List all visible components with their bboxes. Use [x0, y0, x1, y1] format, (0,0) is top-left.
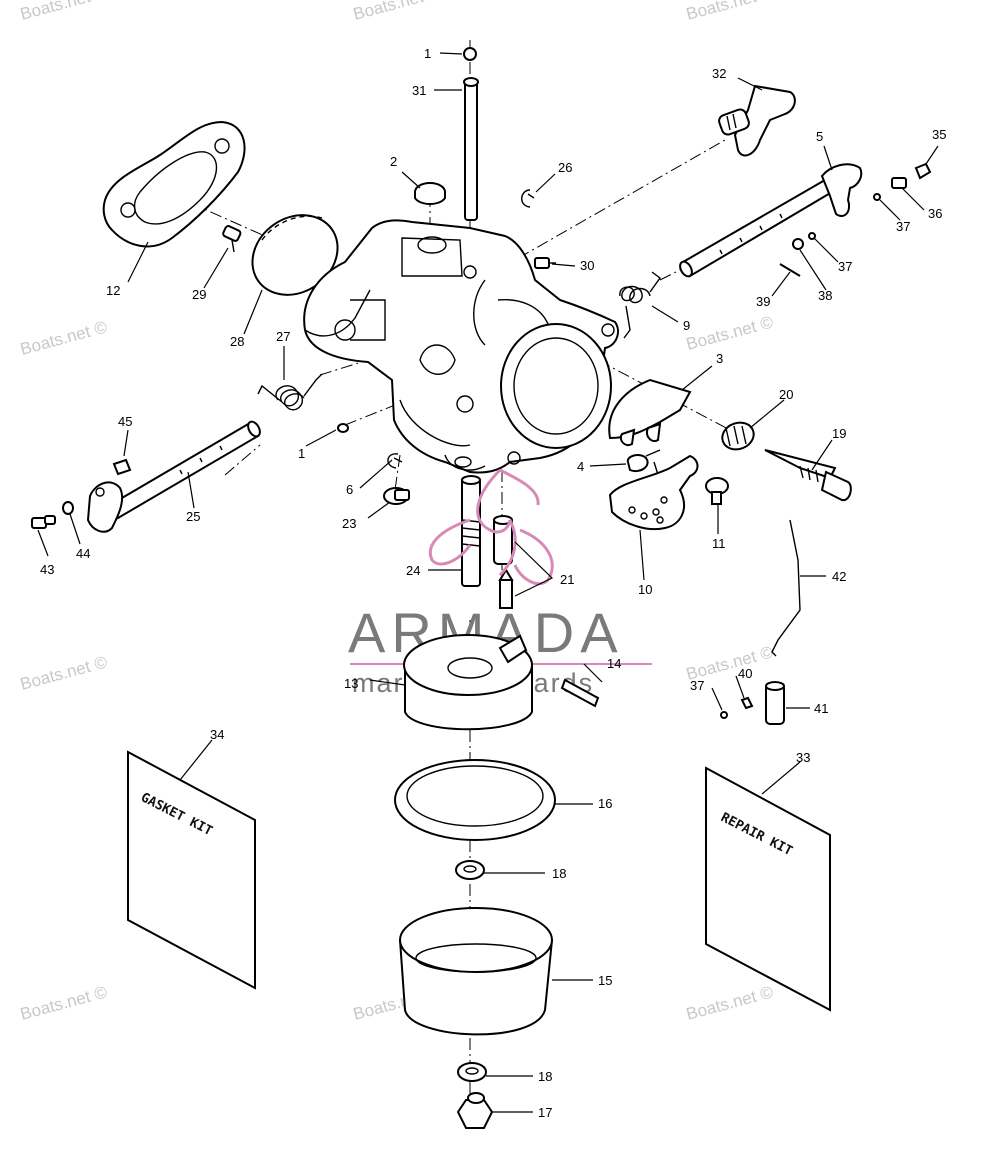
callout-23: 23 [342, 516, 356, 531]
elbow-fitting [718, 84, 796, 157]
callout-17: 17 [538, 1105, 552, 1120]
callout-21: 21 [560, 572, 574, 587]
repair-kit-card: REPAIR KIT [705, 766, 831, 1012]
callout-32: 32 [712, 66, 726, 81]
propeller-mark [428, 468, 554, 586]
washer-18-lower [457, 1062, 487, 1082]
jets-21 [493, 515, 514, 609]
callout-37: 37 [838, 259, 852, 274]
gasket-kit-card: GASKET KIT [127, 750, 256, 990]
washer-18-upper [455, 860, 485, 880]
lever-plate [608, 454, 699, 531]
callout-44: 44 [76, 546, 90, 561]
float-bowl [398, 907, 554, 1036]
bowl-gasket [394, 759, 556, 841]
main-jet-tube [461, 475, 481, 587]
watermark: Boats.net © [684, 0, 775, 24]
callout-12: 12 [106, 283, 120, 298]
small-parts-right [720, 681, 785, 725]
watermark: Boats.net © [18, 652, 109, 694]
callout-20: 20 [779, 387, 793, 402]
callout-37: 37 [690, 678, 704, 693]
callout-10: 10 [638, 582, 652, 597]
bowl-nut [456, 1092, 494, 1129]
callout-39: 39 [756, 294, 770, 309]
link-rod [771, 519, 801, 657]
ball-1-top [463, 47, 477, 61]
leader-lines [37, 52, 939, 1113]
callout-1: 1 [424, 46, 431, 61]
spring-27 [257, 373, 323, 411]
callout-13: 13 [344, 676, 358, 691]
choke-plate [608, 378, 692, 446]
callout-18: 18 [538, 1069, 552, 1084]
callout-6: 6 [346, 482, 353, 497]
callout-1: 1 [298, 446, 305, 461]
small-parts-left [31, 458, 132, 529]
callout-29: 29 [192, 287, 206, 302]
clip-6 [387, 453, 403, 469]
throttle-shaft [86, 420, 261, 533]
callout-40: 40 [738, 666, 752, 681]
callout-3: 3 [716, 351, 723, 366]
callout-25: 25 [186, 509, 200, 524]
callout-14: 14 [607, 656, 621, 671]
cap-plug [414, 182, 446, 205]
flange-gasket [102, 120, 246, 248]
callout-15: 15 [598, 973, 612, 988]
small-parts-top-right [779, 162, 932, 277]
e-clip [521, 189, 535, 208]
float-13 [403, 634, 533, 731]
callout-26: 26 [558, 160, 572, 175]
ball-1-left [337, 423, 349, 433]
callout-16: 16 [598, 796, 612, 811]
callout-38: 38 [818, 288, 832, 303]
callout-31: 31 [412, 83, 426, 98]
watermark: Boats.net © [18, 0, 109, 24]
callout-24: 24 [406, 563, 420, 578]
screw-23 [383, 487, 410, 505]
callout-5: 5 [816, 129, 823, 144]
spring-9 [619, 271, 661, 339]
callout-35: 35 [932, 127, 946, 142]
spring-20 [721, 421, 755, 451]
pin-14 [560, 678, 600, 708]
watermark: Boats.net © [684, 312, 775, 354]
callout-18: 18 [552, 866, 566, 881]
callout-33: 33 [796, 750, 810, 765]
watermark: Boats.net © [18, 317, 109, 359]
watermark: Boats.net © [351, 0, 442, 24]
carburetor-body [303, 219, 619, 474]
callout-27: 27 [276, 329, 290, 344]
watermark: Boats.net © [684, 982, 775, 1024]
watermark: Boats.net © [18, 982, 109, 1024]
callout-11: 11 [712, 536, 726, 551]
callout-4: 4 [577, 459, 584, 474]
callout-45: 45 [118, 414, 132, 429]
choke-shaft [679, 163, 863, 278]
callout-9: 9 [683, 318, 690, 333]
needle-screw [764, 449, 852, 502]
screw-30 [534, 257, 556, 269]
callout-41: 41 [814, 701, 828, 716]
screw-29 [222, 225, 242, 253]
callout-30: 30 [580, 258, 594, 273]
callout-34: 34 [210, 727, 224, 742]
callout-43: 43 [40, 562, 54, 577]
callout-28: 28 [230, 334, 244, 349]
callout-42: 42 [832, 569, 846, 584]
callout-labels: 1 31 2 26 30 32 5 35 36 37 37 38 39 9 3 … [40, 46, 946, 1120]
callout-19: 19 [832, 426, 846, 441]
screw-11 [705, 477, 729, 505]
callout-37: 37 [896, 219, 910, 234]
long-pin [463, 77, 479, 221]
callout-36: 36 [928, 206, 942, 221]
callout-2: 2 [390, 154, 397, 169]
